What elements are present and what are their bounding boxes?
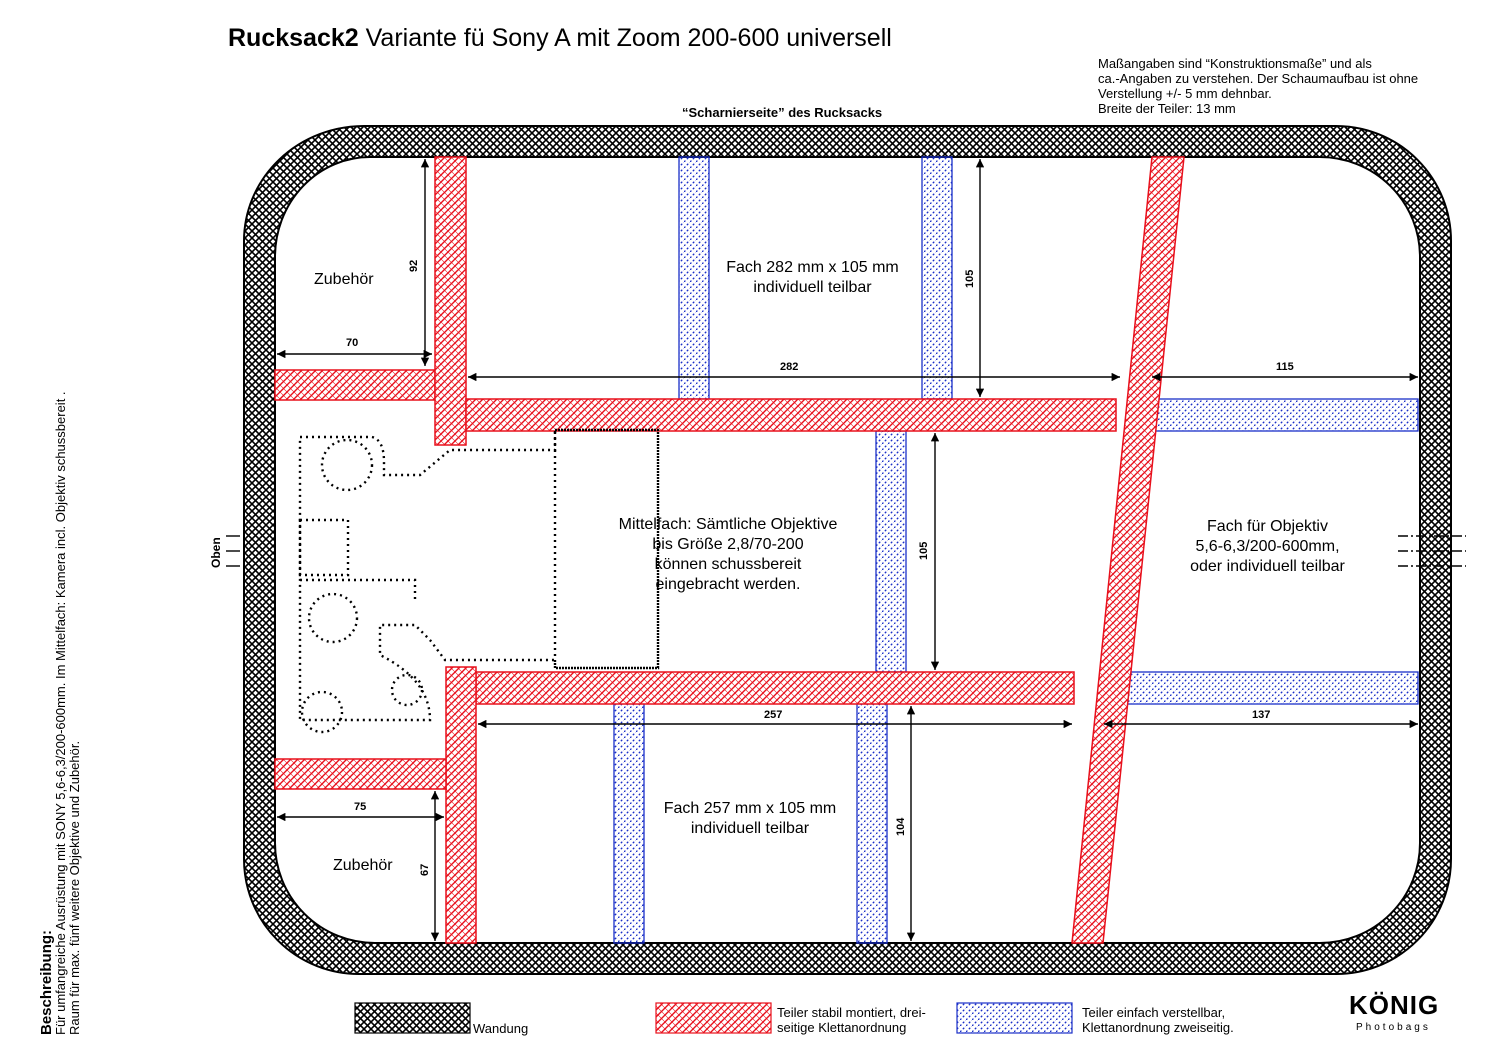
objektiv-fach-label: Fach für Objektiv 5,6-6,3/200-600mm, ode… <box>1190 518 1345 575</box>
mittelfach-label: Mittelfach: Sämtliche Objektive bis Größ… <box>618 516 838 593</box>
adjustable-dividers <box>613 156 1419 944</box>
blue-divider-right-bottom <box>1104 671 1419 705</box>
legend-blue-swatch <box>956 1002 1073 1034</box>
red-divider-lower-horizontal <box>475 671 1075 705</box>
camera-outline <box>298 428 660 734</box>
dim-label-70: 70 <box>346 337 359 349</box>
dim-label-105-mid: 105 <box>918 541 930 560</box>
legend-red-label: Teiler stabil montiert, drei- seitige Kl… <box>777 1005 926 1035</box>
dim-label-105-top: 105 <box>964 269 976 288</box>
note-line: Maßangaben sind “Konstruktionsmaße” und … <box>1098 56 1372 71</box>
dim-label-257: 257 <box>764 709 783 721</box>
zubehoer-top-label: Zubehör <box>314 271 374 288</box>
dim-label-282: 282 <box>780 361 799 373</box>
koenig-logo: KÖNIG <box>1349 990 1440 1020</box>
red-divider-diagonal <box>1071 156 1185 944</box>
legend-red-swatch <box>655 1002 772 1034</box>
dim-label-75: 75 <box>354 801 367 813</box>
dim-label-92: 92 <box>408 259 420 272</box>
legend-wall-label: Wandung <box>473 1021 529 1036</box>
blue-divider-bottom-1 <box>613 702 645 944</box>
fach-top-label: Fach 282 mm x 105 mm individuell teilbar <box>726 259 899 296</box>
red-divider-topleft-horizontal <box>274 369 436 401</box>
description-line: Raum für max. fünf weitere Objektive und… <box>67 740 82 1035</box>
blue-divider-middle <box>875 430 907 673</box>
oben-side-label: Oben <box>209 537 223 568</box>
dimension-lines <box>277 159 1418 941</box>
dim-label-115: 115 <box>1276 361 1294 373</box>
note-line: Verstellung +/- 5 mm dehnbar. <box>1098 86 1272 101</box>
backpack-wall <box>243 125 1452 975</box>
photobags-subtitle: Photobags <box>1356 1022 1431 1033</box>
dim-label-67: 67 <box>419 863 431 876</box>
legend-blue-label: Teiler einfach verstellbar, Klettanordnu… <box>1082 1005 1234 1035</box>
red-divider-bottomleft-vertical <box>445 666 477 944</box>
blue-divider-right-top <box>1144 398 1419 432</box>
dim-label-104: 104 <box>895 817 907 836</box>
hinge-side-label: “Scharnierseite” des Rucksacks <box>682 105 883 120</box>
blue-divider-top-2 <box>921 156 953 400</box>
page-title: Rucksack2 Variante fü Sony A mit Zoom 20… <box>228 24 892 52</box>
description-line: Für umfangreiche Ausrüstung mit SONY 5,6… <box>53 391 68 1035</box>
fach-bottom-label: Fach 257 mm x 105 mm individuell teilbar <box>663 800 837 837</box>
note-line: ca.-Angaben zu verstehen. Der Schaumaufb… <box>1098 71 1419 86</box>
legend-wall-swatch <box>354 1002 471 1034</box>
fixed-dividers <box>274 156 1185 944</box>
red-divider-upper-horizontal <box>465 398 1117 432</box>
zubehoer-bottom-label: Zubehör <box>333 857 393 874</box>
description-block: Beschreibung: Für umfangreiche Ausrüstun… <box>38 391 82 1035</box>
blue-divider-top-1 <box>678 156 710 400</box>
construction-notes: Maßangaben sind “Konstruktionsmaße” und … <box>1098 56 1418 116</box>
red-divider-bottomleft-horizontal <box>274 758 447 790</box>
blue-divider-bottom-2 <box>856 702 888 944</box>
red-divider-topleft-vertical <box>434 156 467 446</box>
dim-label-137: 137 <box>1252 709 1271 721</box>
note-line: Breite der Teiler: 13 mm <box>1098 101 1236 116</box>
side-markers <box>226 535 1466 567</box>
